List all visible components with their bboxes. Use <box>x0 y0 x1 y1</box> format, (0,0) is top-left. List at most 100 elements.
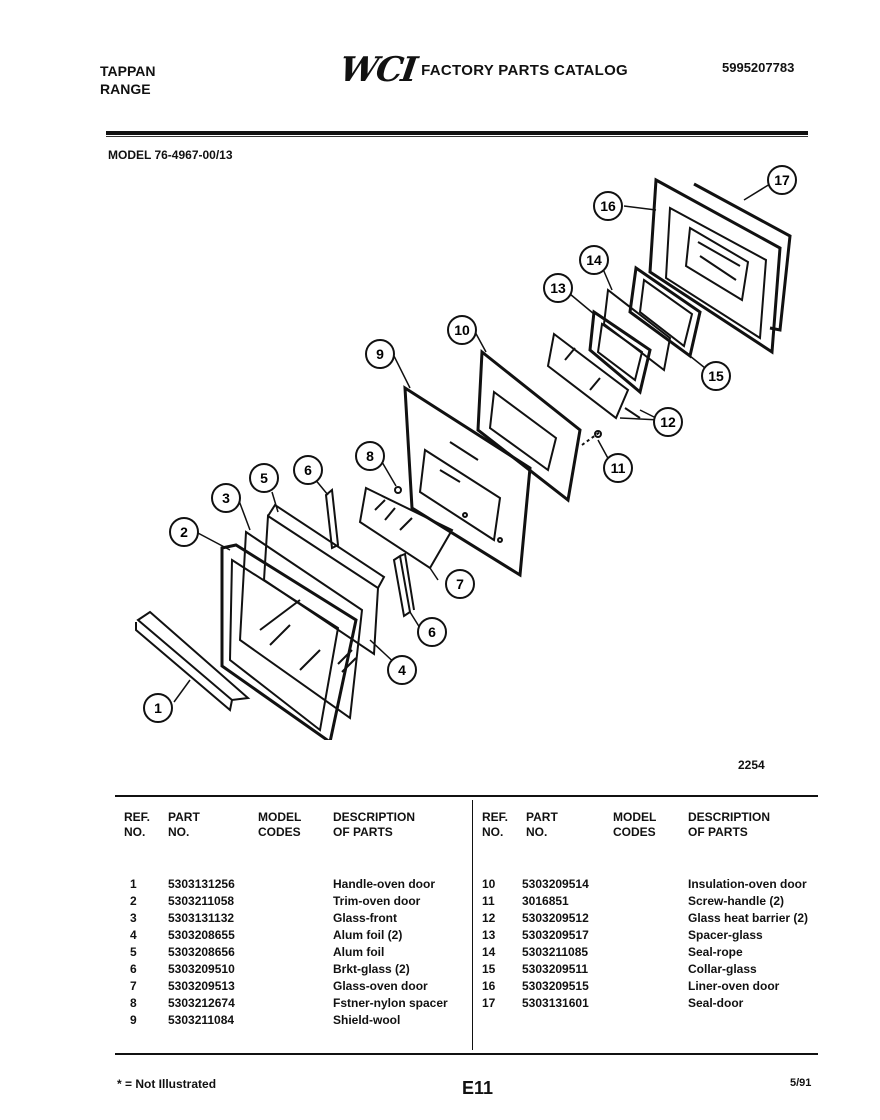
table-cell: 10 <box>482 877 496 891</box>
table-cell: 14 <box>482 945 496 959</box>
callout-label: 15 <box>708 368 724 384</box>
table-cell: Brkt-glass (2) <box>333 962 410 976</box>
table-cell: 3016851 <box>522 894 569 908</box>
table-cell: 4 <box>130 928 137 942</box>
part-glass-front <box>238 530 364 720</box>
callout-13: 13 <box>543 273 573 303</box>
part-spacer <box>394 486 402 494</box>
table-cell: 5303209511 <box>522 962 589 976</box>
callout-15: 15 <box>701 361 731 391</box>
callout-2: 2 <box>169 517 199 547</box>
table-cell: Handle-oven door <box>333 877 436 891</box>
brand-line-1: TAPPAN <box>100 63 156 79</box>
part-screw <box>581 430 602 446</box>
brand-block: TAPPAN RANGE <box>100 62 155 98</box>
table-left-desc-col: Handle-oven door Trim-oven door Glass-fr… <box>333 876 448 1029</box>
callout-12: 12 <box>653 407 683 437</box>
callout-label: 8 <box>366 448 374 464</box>
callout-10: 10 <box>447 315 477 345</box>
part-foil <box>262 503 386 673</box>
table-cell: 6 <box>130 962 137 976</box>
table-cell: Fstner-nylon spacer <box>333 996 448 1010</box>
callout-1: 1 <box>143 693 173 723</box>
callout-label: 17 <box>774 172 790 188</box>
header-ref-left: REF.NO. <box>124 810 151 839</box>
table-cell: 5303131601 <box>522 996 589 1010</box>
figure-number: 2254 <box>738 758 765 772</box>
header-ref-right: REF.NO. <box>482 810 509 839</box>
model-label: MODEL 76-4967-00/13 <box>108 148 233 162</box>
table-cell: 1 <box>130 877 137 891</box>
table-cell: 15 <box>482 962 496 976</box>
part-bracket-upper <box>324 488 340 550</box>
callout-label: 7 <box>456 576 464 592</box>
callout-label: 10 <box>454 322 470 338</box>
table-cell: 5303131256 <box>168 877 235 891</box>
table-cell: 5303211084 <box>168 1013 235 1027</box>
table-cell: 17 <box>482 996 496 1010</box>
callout-11: 11 <box>603 453 633 483</box>
callout-label: 12 <box>660 414 676 430</box>
table-cell: 16 <box>482 979 496 993</box>
brand-line-2: RANGE <box>100 81 151 97</box>
callout-label: 3 <box>222 490 230 506</box>
callout-label: 14 <box>586 252 602 268</box>
header-rule-thin <box>106 136 808 137</box>
callout-label: 6 <box>428 624 436 640</box>
table-cell: Alum foil (2) <box>333 928 403 942</box>
table-cell: Glass-front <box>333 911 398 925</box>
table-cell: 5303209510 <box>168 962 235 976</box>
footer-note: * = Not Illustrated <box>117 1077 217 1091</box>
callout-label: 4 <box>398 662 406 678</box>
table-cell: Insulation-oven door <box>688 877 807 891</box>
table-cell: 5303211058 <box>168 894 235 908</box>
callout-label: 11 <box>611 460 626 476</box>
part-insulation <box>476 349 582 503</box>
callout-label: 2 <box>180 524 188 540</box>
table-cell: 9 <box>130 1013 137 1027</box>
table-cell: Collar-glass <box>688 962 757 976</box>
table-cell: 5303209517 <box>522 928 589 942</box>
table-cell: Alum foil <box>333 945 385 959</box>
table-right-ref-col: 10 11 12 13 14 15 16 17 <box>482 876 495 1012</box>
catalog-title: FACTORY PARTS CATALOG <box>421 61 629 79</box>
table-cell: 13 <box>482 928 496 942</box>
table-cell: 5303212674 <box>168 996 235 1010</box>
table-cell: Screw-handle (2) <box>688 894 785 908</box>
table-cell: Spacer-glass <box>688 928 763 942</box>
table-cell: 2 <box>130 894 137 908</box>
part-glass-heat-barrier <box>546 332 641 420</box>
part-liner <box>648 177 782 355</box>
table-right-desc-col: Insulation-oven door Screw-handle (2) Gl… <box>688 876 808 1012</box>
callout-3: 3 <box>211 483 241 513</box>
callout-17: 17 <box>767 165 797 195</box>
table-rule-bottom <box>115 1053 818 1055</box>
callout-label: 6 <box>304 462 312 478</box>
header-rule <box>106 131 808 135</box>
table-cell: 5303209514 <box>522 877 589 891</box>
page-code: E11 <box>462 1078 494 1098</box>
part-shield <box>403 385 532 578</box>
table-cell: 5303209513 <box>168 979 235 993</box>
table-cell: Shield-wool <box>333 1013 401 1027</box>
part-bracket-lower <box>392 552 415 618</box>
part-seal-rope <box>602 288 672 372</box>
callout-16: 16 <box>593 191 623 221</box>
table-cell: Glass heat barrier (2) <box>688 911 809 925</box>
table-cell: 5303209515 <box>522 979 589 993</box>
catalog-header: WCI FACTORY PARTS CATALOG <box>337 50 629 90</box>
callout-7: 7 <box>445 569 475 599</box>
part-seal-door <box>693 182 792 332</box>
table-cell: 3 <box>130 911 137 925</box>
table-cell: 5303209512 <box>522 911 589 925</box>
table-cell: Seal-rope <box>688 945 743 959</box>
table-cell: 5303208655 <box>168 928 235 942</box>
callout-14: 14 <box>579 245 609 275</box>
table-cell: Glass-oven door <box>333 979 428 993</box>
